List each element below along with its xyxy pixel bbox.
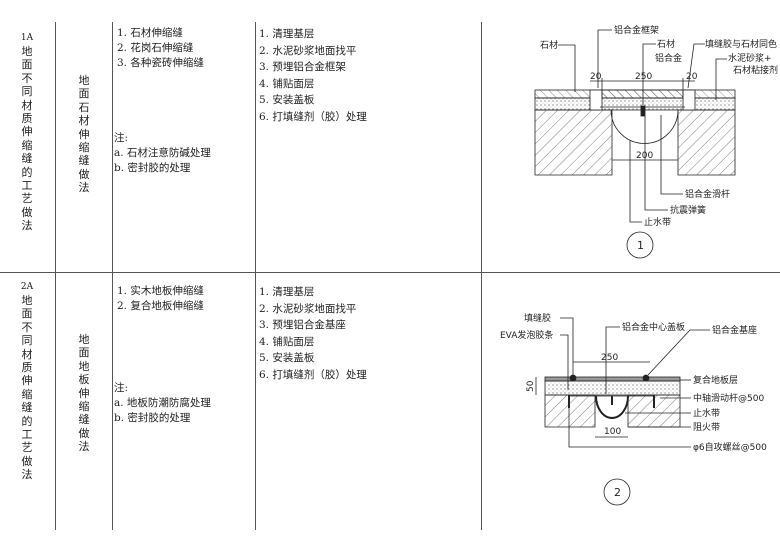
note-item: b. 密封胶的处理 (114, 412, 191, 424)
notes: 注: a. 地板防潮防腐处理 b. 密封胶的处理 (114, 381, 211, 426)
dim-left: 20 (590, 72, 602, 82)
row-title: 地面不同材质伸缩缝的工艺做法 (21, 294, 33, 482)
step-item: 6. 打填缝剂（胶）处理 (259, 110, 367, 123)
process-steps: 1. 清理基层 2. 水泥砂浆地面找平 3. 预埋铝合金基座 4. 铺贴面层 5… (259, 284, 367, 383)
label-screw: φ6自攻螺丝@500 (693, 441, 767, 453)
detail-2-floor-joint (535, 317, 710, 506)
label-stone-left: 石材 (540, 39, 558, 51)
type-item: 1. 实木地板伸缩缝 (117, 285, 204, 297)
label-waterstop: 止水带 (644, 216, 671, 228)
row-code: 2A (20, 282, 34, 292)
row-divider (0, 272, 780, 273)
notes: 注: a. 石材注意防碱处理 b. 密封胶的处理 (114, 131, 211, 176)
type-item: 3. 各种瓷砖伸缩缝 (117, 57, 204, 69)
step-item: 4. 铺贴面层 (259, 77, 315, 90)
step-item: 4. 铺贴面层 (259, 335, 315, 348)
column-divider (55, 22, 56, 530)
label-adhesive: 石材粘接剂 (733, 64, 778, 76)
dim-width: 250 (635, 72, 652, 82)
row-code: 1A (20, 33, 34, 43)
label-firestop: 阻火带 (693, 422, 720, 433)
label-axis-bar: 中轴滑动杆@500 (693, 392, 764, 404)
dim-height-2: 50 (526, 380, 536, 392)
step-item: 3. 预埋铝合金框架 (259, 61, 346, 73)
note-item: a. 石材注意防碱处理 (114, 147, 211, 159)
dim-trench-2: 100 (604, 427, 621, 437)
step-item: 1. 清理基层 (259, 28, 315, 40)
row-title: 地面不同材质伸缩缝的工艺做法 (21, 45, 33, 233)
dim-width-2: 250 (601, 353, 618, 363)
label-al-mid: 铝合金 (655, 52, 682, 64)
detail-1-stone-joint (534, 29, 736, 259)
step-item: 6. 打填缝剂（胶）处理 (259, 368, 367, 381)
step-item: 2. 水泥砂浆地面找平 (259, 44, 357, 57)
label-sealant-2: 填缝胶 (524, 312, 551, 324)
type-item: 1. 石材伸缩缝 (117, 27, 183, 39)
joint-types: 1. 石材伸缩缝 2. 花岗石伸缩缝 3. 各种瓷砖伸缩缝 (117, 26, 204, 71)
type-item: 2. 复合地板伸缩缝 (117, 300, 204, 312)
dim-right: 20 (686, 72, 698, 82)
note-label: 注: (114, 132, 129, 144)
label-waterstop-2: 止水带 (693, 407, 720, 419)
detail-number-2: 2 (614, 486, 621, 499)
step-item: 2. 水泥砂浆地面找平 (259, 302, 357, 315)
label-al-frame: 铝合金框架 (614, 24, 659, 36)
label-al-base: 铝合金基座 (712, 324, 757, 336)
step-item: 1. 清理基层 (259, 286, 315, 298)
dim-trench: 200 (636, 151, 653, 161)
note-item: b. 密封胶的处理 (114, 162, 191, 174)
label-mortar: 水泥砂浆+ (728, 52, 772, 64)
column-divider (112, 22, 113, 530)
column-divider (481, 22, 482, 530)
step-item: 5. 安装盖板 (259, 352, 315, 364)
step-item: 5. 安装盖板 (259, 94, 315, 106)
row-subtitle: 地面地板伸缩缝做法 (78, 333, 90, 454)
note-label: 注: (114, 382, 129, 394)
process-steps: 1. 清理基层 2. 水泥砂浆地面找平 3. 预埋铝合金框架 4. 铺贴面层 5… (259, 26, 367, 125)
detail-number-1: 1 (637, 239, 644, 252)
label-eva-strip: EVA发泡胶条 (500, 329, 553, 341)
label-spring: 抗震弹簧 (670, 204, 706, 216)
label-stone-mid: 石材 (657, 38, 675, 50)
label-sealant: 填缝胶与石材同色 (705, 38, 777, 50)
label-floor-layer: 复合地板层 (693, 374, 738, 386)
joint-types: 1. 实木地板伸缩缝 2. 复合地板伸缩缝 (117, 284, 204, 314)
label-center-cover: 铝合金中心盖板 (622, 321, 685, 333)
note-item: a. 地板防潮防腐处理 (114, 397, 211, 409)
step-item: 3. 预埋铝合金基座 (259, 319, 346, 331)
column-divider (255, 22, 256, 530)
type-item: 2. 花岗石伸缩缝 (117, 42, 194, 54)
label-slide-bar: 铝合金滑杆 (685, 188, 730, 200)
row-subtitle: 地面石材伸缩缝做法 (78, 74, 90, 195)
